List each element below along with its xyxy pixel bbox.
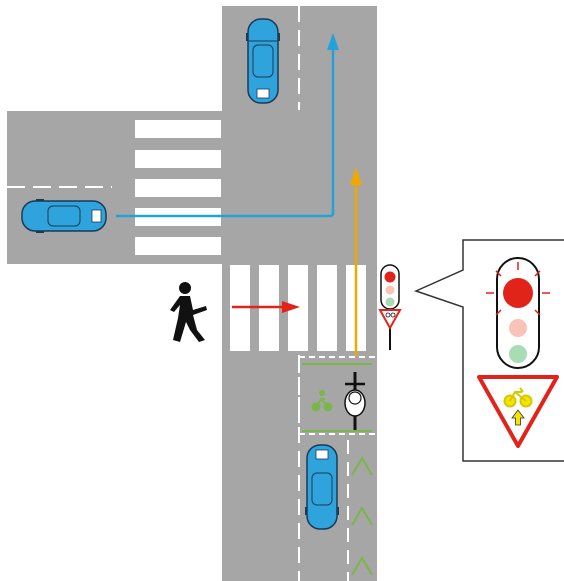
- bike-path-arrow: [350, 167, 362, 356]
- red-light-rays: [486, 262, 550, 316]
- car-top-parked-icon: [246, 18, 280, 104]
- green-light-lamp: [509, 345, 527, 363]
- sign-up-arrow-icon: [511, 409, 525, 426]
- car-left-waiting-icon: [21, 199, 107, 233]
- pedestrian-path-arrow: [232, 301, 300, 313]
- bike-lane-lines: [302, 363, 372, 432]
- bike-lane-chevrons: [351, 456, 373, 576]
- bicycle-rider-icon: [344, 372, 366, 430]
- amber-light-lamp: [509, 319, 527, 337]
- lane-markings: [7, 6, 377, 581]
- traffic-light-detail-callout: [413, 239, 564, 462]
- car-path-arrow: [116, 33, 339, 218]
- pedestrian-icon: [170, 282, 207, 342]
- traffic-light-with-bike-sign-icon: [378, 264, 402, 350]
- red-light-lamp: [503, 278, 533, 308]
- bike-box-bicycle-symbol: [311, 390, 333, 412]
- car-bottom-lane-icon: [305, 444, 339, 530]
- sign-bicycle-icon: [503, 387, 533, 408]
